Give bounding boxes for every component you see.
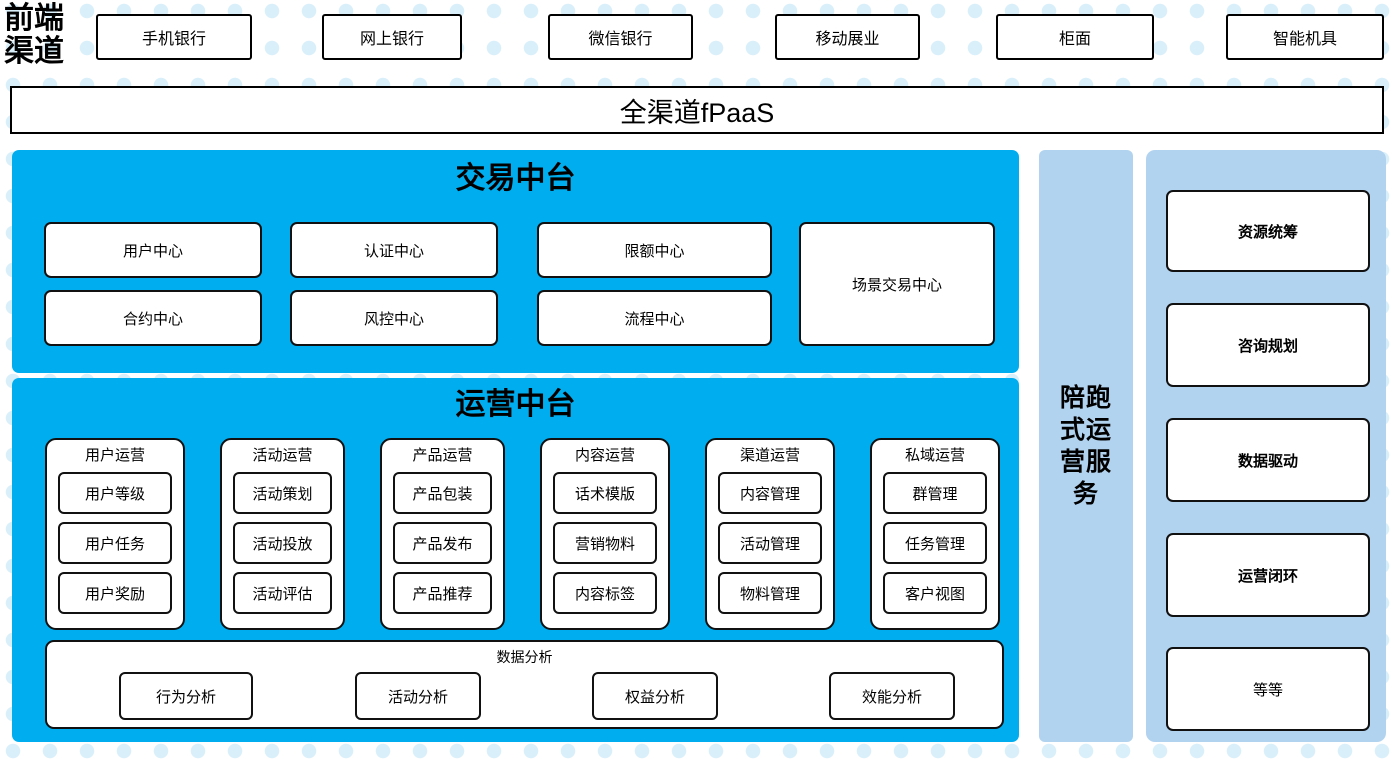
transaction-center-box[interactable]: 认证中心 xyxy=(290,222,498,278)
front-channel-label-line2: 渠道 xyxy=(4,35,64,68)
data-analysis-item[interactable]: 权益分析 xyxy=(592,672,718,720)
data-analysis-item[interactable]: 活动分析 xyxy=(355,672,481,720)
operation-column: 内容运营话术模版营销物料内容标签 xyxy=(540,438,670,630)
capability-card[interactable]: 数据驱动 xyxy=(1166,418,1370,502)
transaction-center-box[interactable]: 流程中心 xyxy=(537,290,772,346)
operation-column-title: 产品运营 xyxy=(412,447,473,464)
front-channel-label-line1: 前端 xyxy=(4,2,64,35)
data-analysis-title: 数据分析 xyxy=(496,649,553,665)
capability-panel: 资源统筹咨询规划数据驱动运营闭环等等 xyxy=(1146,150,1386,742)
operation-column: 渠道运营内容管理活动管理物料管理 xyxy=(705,438,835,630)
operation-column-title: 用户运营 xyxy=(84,447,145,464)
operation-item[interactable]: 活动投放 xyxy=(233,522,332,564)
service-strip-label: 陪跑式运营服务 xyxy=(1059,384,1112,508)
transaction-center-box[interactable]: 合约中心 xyxy=(44,290,262,346)
channel-box[interactable]: 网上银行 xyxy=(322,14,462,60)
data-analysis-item[interactable]: 行为分析 xyxy=(119,672,253,720)
operation-column: 用户运营用户等级用户任务用户奖励 xyxy=(45,438,185,630)
operation-item[interactable]: 客户视图 xyxy=(883,572,987,614)
operation-item[interactable]: 产品发布 xyxy=(393,522,492,564)
service-strip: 陪跑式运营服务 xyxy=(1039,150,1133,742)
operation-item[interactable]: 话术模版 xyxy=(553,472,657,514)
operation-item[interactable]: 用户等级 xyxy=(58,472,172,514)
operation-item[interactable]: 任务管理 xyxy=(883,522,987,564)
operation-column: 产品运营产品包装产品发布产品推荐 xyxy=(380,438,505,630)
channel-box[interactable]: 手机银行 xyxy=(96,14,252,60)
operation-item[interactable]: 内容管理 xyxy=(718,472,822,514)
operation-column: 活动运营活动策划活动投放活动评估 xyxy=(220,438,345,630)
channel-box[interactable]: 智能机具 xyxy=(1226,14,1384,60)
capability-card[interactable]: 运营闭环 xyxy=(1166,533,1370,617)
operation-column-title: 活动运营 xyxy=(252,447,313,464)
transaction-center-panel: 交易中台 用户中心认证中心限额中心合约中心风控中心流程中心场景交易中心 xyxy=(12,150,1019,373)
operation-item[interactable]: 活动管理 xyxy=(718,522,822,564)
transaction-center-box[interactable]: 场景交易中心 xyxy=(799,222,995,346)
operation-center-title: 运营中台 xyxy=(455,388,576,421)
operation-item[interactable]: 群管理 xyxy=(883,472,987,514)
operation-item[interactable]: 产品包装 xyxy=(393,472,492,514)
capability-card[interactable]: 资源统筹 xyxy=(1166,190,1370,272)
capability-card[interactable]: 咨询规划 xyxy=(1166,303,1370,387)
fpaas-bar[interactable]: 全渠道fPaaS xyxy=(10,86,1384,134)
channel-box[interactable]: 微信银行 xyxy=(548,14,693,60)
data-analysis-item[interactable]: 效能分析 xyxy=(829,672,955,720)
channel-box[interactable]: 柜面 xyxy=(996,14,1154,60)
channel-box[interactable]: 移动展业 xyxy=(775,14,920,60)
capability-card[interactable]: 等等 xyxy=(1166,647,1370,731)
operation-item[interactable]: 活动策划 xyxy=(233,472,332,514)
operation-column: 私域运营群管理任务管理客户视图 xyxy=(870,438,1000,630)
transaction-center-box[interactable]: 限额中心 xyxy=(537,222,772,278)
operation-item[interactable]: 用户奖励 xyxy=(58,572,172,614)
transaction-center-box[interactable]: 风控中心 xyxy=(290,290,498,346)
data-analysis-panel: 数据分析 行为分析 活动分析 权益分析 效能分析 xyxy=(45,640,1004,729)
front-channel-label: 前端 渠道 xyxy=(4,2,86,70)
transaction-center-box[interactable]: 用户中心 xyxy=(44,222,262,278)
operation-item[interactable]: 活动评估 xyxy=(233,572,332,614)
operation-item[interactable]: 内容标签 xyxy=(553,572,657,614)
operation-item[interactable]: 物料管理 xyxy=(718,572,822,614)
operation-center-panel: 运营中台 用户运营用户等级用户任务用户奖励活动运营活动策划活动投放活动评估产品运… xyxy=(12,378,1019,742)
transaction-center-title: 交易中台 xyxy=(455,162,576,195)
operation-item[interactable]: 用户任务 xyxy=(58,522,172,564)
operation-item[interactable]: 产品推荐 xyxy=(393,572,492,614)
operation-column-title: 私域运营 xyxy=(904,447,965,464)
operation-column-title: 内容运营 xyxy=(574,447,635,464)
operation-column-title: 渠道运营 xyxy=(739,447,800,464)
operation-item[interactable]: 营销物料 xyxy=(553,522,657,564)
